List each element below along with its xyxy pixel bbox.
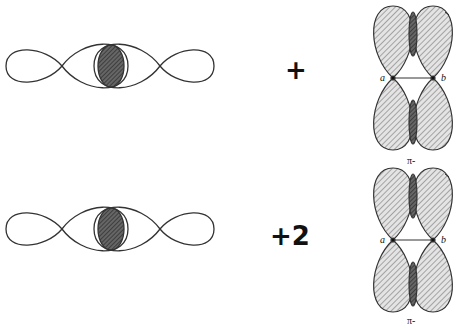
- overlap-region: [98, 208, 124, 250]
- orbital-lobe: [374, 240, 413, 312]
- orbital-lobe: [6, 213, 62, 245]
- orbital-lobe: [62, 207, 128, 251]
- orbital-lobe: [94, 44, 160, 88]
- operator-sign: +: [285, 57, 307, 83]
- atom-dot: [391, 238, 395, 242]
- atom-label: b: [440, 235, 447, 245]
- pi-overlap: [374, 168, 453, 312]
- pi-overlap: [374, 6, 453, 150]
- tick-mark: [445, 12, 449, 15]
- overlap-region: [409, 100, 417, 144]
- orbital-lobe: [414, 168, 453, 240]
- tick-mark: [445, 174, 449, 177]
- atom-label: a: [379, 73, 386, 83]
- atom-label: a: [379, 235, 386, 245]
- orbital-lobe: [160, 50, 214, 82]
- orbital-lobe: [6, 50, 62, 82]
- bond-axis: [393, 240, 433, 241]
- overlap-region: [409, 12, 417, 56]
- overlap-region: [409, 174, 417, 218]
- orbital-lobe: [160, 213, 214, 245]
- sigma-overlap: [6, 207, 214, 251]
- operator-sign: +2: [270, 223, 310, 249]
- bond-axis: [393, 78, 433, 79]
- atom-dot: [431, 76, 435, 80]
- orbital-lobe: [414, 240, 453, 312]
- orbital-lobe: [414, 78, 453, 150]
- orbital-lobe: [374, 168, 413, 240]
- sigma-overlap: [6, 44, 214, 88]
- orbital-lobe: [62, 44, 128, 88]
- atom-dot: [431, 238, 435, 242]
- orbital-lobe: [94, 207, 160, 251]
- overlap-region: [98, 45, 124, 87]
- atom-dot: [391, 76, 395, 80]
- orbital-lobe: [374, 6, 413, 78]
- atom-label: b: [440, 73, 447, 83]
- bond-type-label: π-: [407, 156, 415, 166]
- orbital-lobe: [374, 78, 413, 150]
- bond-type-label: π-: [407, 316, 415, 326]
- orbital-lobe: [414, 6, 453, 78]
- overlap-region: [409, 262, 417, 306]
